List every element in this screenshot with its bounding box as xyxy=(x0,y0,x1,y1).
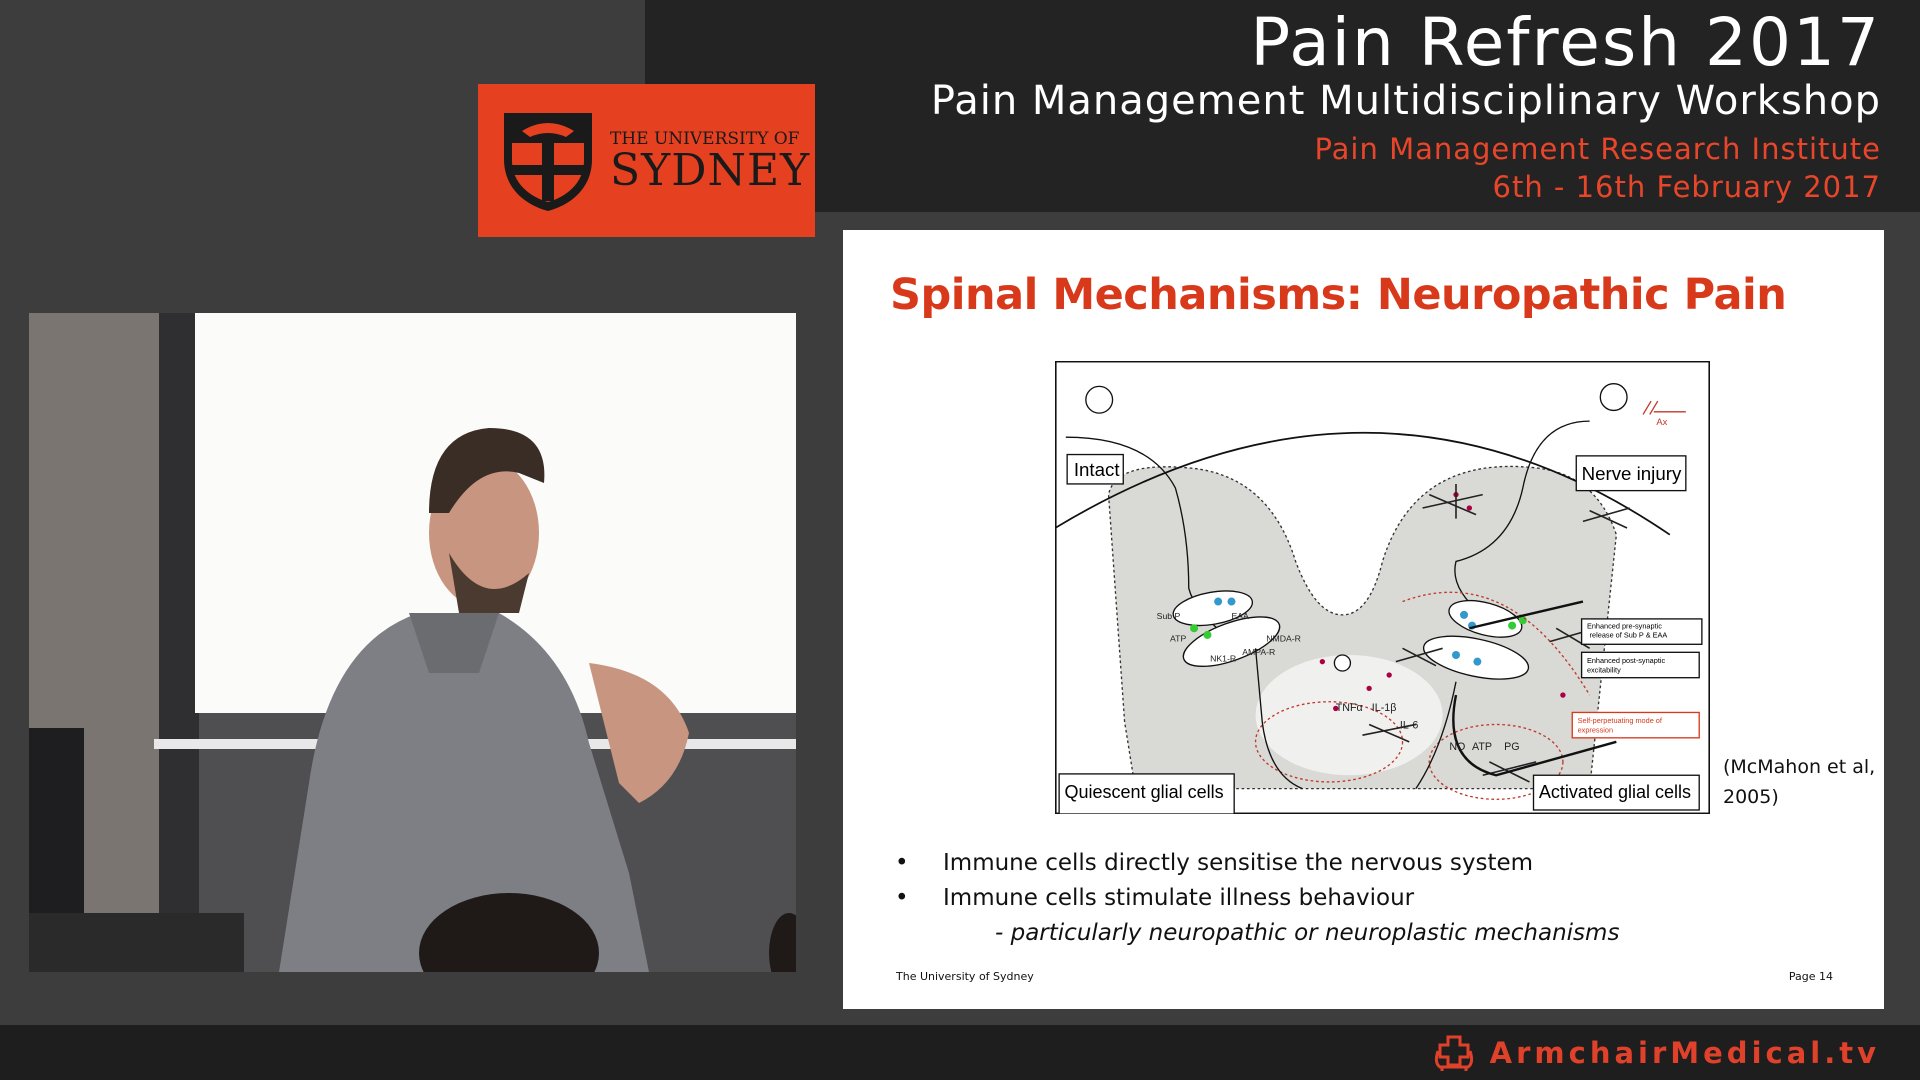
bullet-text: Immune cells stimulate illness behaviour xyxy=(943,885,1415,911)
citation-line-1: (McMahon et al, xyxy=(1723,756,1876,778)
sub-bullet: - particularly neuropathic or neuroplast… xyxy=(995,920,1620,946)
citation-line-2: 2005) xyxy=(1723,786,1779,808)
bullet-dot: • xyxy=(895,885,909,911)
event-subtitle: Pain Management Multidisciplinary Worksh… xyxy=(930,78,1881,124)
label-sub-p: Sub P xyxy=(1157,611,1181,621)
ax-label: Ax xyxy=(1656,417,1667,427)
label-intact: Intact xyxy=(1074,459,1121,480)
slide-title: Spinal Mechanisms: Neuropathic Pain xyxy=(890,270,1787,320)
brand: ArmchairMedical.tv xyxy=(1432,1033,1880,1073)
label-ampa-r: AMPA-R xyxy=(1242,647,1275,657)
label-atp-2: ATP xyxy=(1472,741,1492,753)
bullet-item: • Immune cells directly sensitise the ner… xyxy=(895,850,1533,876)
label-post-synaptic-1: Enhanced post-synaptic xyxy=(1587,656,1666,665)
bullet-item: • Immune cells stimulate illness behaviou… xyxy=(895,885,1414,911)
page-number: Page 14 xyxy=(1788,970,1833,983)
armchair-cross-icon xyxy=(1434,1035,1473,1071)
event-title: Pain Refresh 2017 xyxy=(1250,4,1881,81)
slide-footer: The University of Sydney xyxy=(896,970,1034,983)
presentation-slide: Spinal Mechanisms: Neuropathic Pain Ax I… xyxy=(843,230,1884,1009)
event-dates: 6th - 16th February 2017 xyxy=(1492,170,1881,204)
label-nmda-r: NMDA-R xyxy=(1266,634,1301,644)
label-nerve-injury: Nerve injury xyxy=(1582,463,1682,484)
label-pre-synaptic-2: release of Sub P & EAA xyxy=(1590,631,1668,640)
bullet-text: Immune cells directly sensitise the nerv… xyxy=(943,850,1534,876)
label-pg: PG xyxy=(1504,741,1519,753)
label-no: NO xyxy=(1449,741,1465,753)
label-il6: IL-6 xyxy=(1400,719,1418,731)
label-post-synaptic-2: excitability xyxy=(1587,665,1621,674)
university-logo: THE UNIVERSITY OF SYDNEY xyxy=(478,84,815,237)
event-header: Pain Refresh 2017 Pain Management Multid… xyxy=(645,0,1920,212)
label-self-perpetuating-2: expression xyxy=(1578,725,1613,734)
brand-name: ArmchairMedical.tv xyxy=(1489,1036,1880,1070)
label-quiescent: Quiescent glial cells xyxy=(1064,782,1223,802)
label-eaa: EAA xyxy=(1232,611,1250,621)
citation: (McMahon et al, 2005) xyxy=(1723,752,1875,812)
speaker-video-frame xyxy=(29,313,796,972)
bottom-bar: ArmchairMedical.tv xyxy=(0,1025,1920,1080)
label-nk1-r: NK1-R xyxy=(1210,654,1236,664)
label-il1: IL-1β xyxy=(1372,702,1397,714)
label-atp: ATP xyxy=(1170,634,1186,644)
bullet-dot: • xyxy=(895,850,909,876)
event-institute: Pain Management Research Institute xyxy=(1314,132,1881,166)
crest-icon xyxy=(504,112,592,211)
neuropathic-pain-diagram: Ax Intact Nerve injury Quiescent glial c… xyxy=(1055,361,1710,814)
label-self-perpetuating-1: Self-perpetuating mode of xyxy=(1578,716,1663,725)
label-activated: Activated glial cells xyxy=(1539,782,1691,802)
logo-line2: SYDNEY xyxy=(610,144,811,196)
label-tnf: TNFα xyxy=(1336,702,1363,714)
logo-line1: THE UNIVERSITY OF xyxy=(610,128,800,149)
label-pre-synaptic-1: Enhanced pre-synaptic xyxy=(1587,621,1662,630)
speaker-video xyxy=(29,313,796,972)
